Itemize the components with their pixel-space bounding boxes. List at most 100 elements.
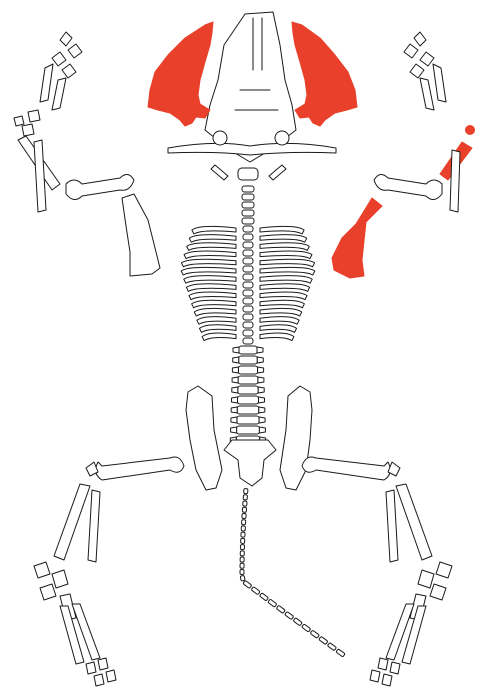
vertebra-process-left xyxy=(232,377,238,383)
vertebra xyxy=(243,298,253,304)
tail-vertebra xyxy=(319,636,328,644)
vertebra xyxy=(238,366,257,374)
left-hindlimb xyxy=(34,457,184,686)
vertebra-process-right xyxy=(259,397,265,403)
vertebra xyxy=(243,258,253,264)
vertebra-process-right xyxy=(257,357,263,363)
tail-vertebra xyxy=(243,501,247,506)
tail-vertebra xyxy=(336,649,345,657)
tail-vertebra xyxy=(285,611,294,619)
left-metacarpal-1 xyxy=(40,64,53,102)
left-scapula xyxy=(122,194,160,276)
left-rib xyxy=(184,251,236,259)
vertebra xyxy=(243,314,253,320)
vertebra-process-right xyxy=(259,407,265,413)
right-metacarpal-1 xyxy=(433,64,446,102)
right-rib xyxy=(260,259,315,267)
left-carpal-b xyxy=(28,110,40,122)
left-rib xyxy=(199,325,236,333)
vertebra xyxy=(242,218,254,224)
right-tarsal-b xyxy=(418,570,434,588)
vertebra-process-right xyxy=(258,367,264,373)
vertebra xyxy=(243,338,253,344)
vertebra xyxy=(243,250,253,256)
right-manus-digit-3 xyxy=(420,52,434,66)
right-fibula xyxy=(386,490,398,562)
left-ulna xyxy=(34,140,46,212)
left-fibula xyxy=(88,490,100,562)
vertebra xyxy=(242,186,254,192)
tail-vertebrae xyxy=(240,488,345,657)
right-rib xyxy=(260,243,309,251)
left-tarsal-a xyxy=(34,562,50,578)
hyoid-right xyxy=(269,165,286,180)
vertebra-process-right xyxy=(259,417,265,423)
vertebra xyxy=(242,194,254,200)
left-femur xyxy=(96,457,184,480)
right-carpal xyxy=(466,126,475,135)
tail-vertebra xyxy=(243,495,247,500)
tail-vertebra xyxy=(302,624,311,632)
left-pes-digit-4 xyxy=(106,670,116,682)
vertebral-column xyxy=(230,186,265,444)
right-manus-digit-4 xyxy=(410,64,424,78)
vertebra-process-left xyxy=(233,347,239,353)
vertebra xyxy=(238,386,258,394)
left-humerus xyxy=(66,174,134,199)
right-rib xyxy=(260,251,312,259)
left-carpal-c xyxy=(22,124,34,136)
tail-vertebra xyxy=(327,643,336,651)
right-rib xyxy=(260,292,307,300)
vertebra xyxy=(239,346,257,354)
right-manus-digit-2 xyxy=(404,44,418,58)
right-scapula xyxy=(332,198,382,278)
hyoid-apparatus xyxy=(211,165,286,180)
right-rib xyxy=(260,235,307,243)
vertebra-process-left xyxy=(232,387,238,393)
vertebra-process-right xyxy=(258,377,264,383)
vertebra xyxy=(242,202,254,208)
right-ilium xyxy=(280,386,312,490)
vertebra xyxy=(242,210,254,216)
vertebra xyxy=(237,416,259,424)
vertebra xyxy=(243,330,253,336)
vertebra xyxy=(243,274,253,280)
vertebra-process-left xyxy=(232,397,238,403)
vertebra xyxy=(243,306,253,312)
right-femur xyxy=(302,457,390,480)
left-rib xyxy=(189,292,236,300)
right-rib xyxy=(260,308,302,316)
tail-vertebra xyxy=(240,570,244,575)
right-ulna xyxy=(450,150,460,212)
left-ribs xyxy=(181,226,236,340)
hyoid-center xyxy=(238,168,258,180)
vertebra xyxy=(237,406,259,414)
left-manus-digit-1 xyxy=(60,32,72,46)
tail-vertebra xyxy=(240,545,244,550)
tail-vertebra xyxy=(240,551,244,556)
right-rib xyxy=(260,317,299,325)
right-rib xyxy=(260,267,315,275)
tail-vertebra xyxy=(276,605,285,613)
vertebra-process-left xyxy=(231,407,237,413)
vertebra xyxy=(243,226,253,232)
left-manus-digit-2 xyxy=(68,44,82,58)
right-tibia xyxy=(396,484,432,560)
skull-bulla-right xyxy=(275,131,289,145)
right-humerus xyxy=(374,174,442,199)
vertebra-process-left xyxy=(232,367,238,373)
left-pes-digit-1 xyxy=(86,662,96,674)
tail-vertebra xyxy=(242,513,246,518)
right-metacarpal-2 xyxy=(420,78,434,110)
right-pes-digit-3 xyxy=(382,674,392,686)
left-manus-digit-3 xyxy=(52,52,66,66)
right-forelimb xyxy=(332,32,475,278)
right-mandible xyxy=(292,22,357,126)
left-rib xyxy=(184,276,236,284)
right-rib xyxy=(260,325,297,333)
left-tarsal-c xyxy=(40,584,56,600)
right-rib xyxy=(260,300,304,308)
left-ilium xyxy=(186,386,222,490)
